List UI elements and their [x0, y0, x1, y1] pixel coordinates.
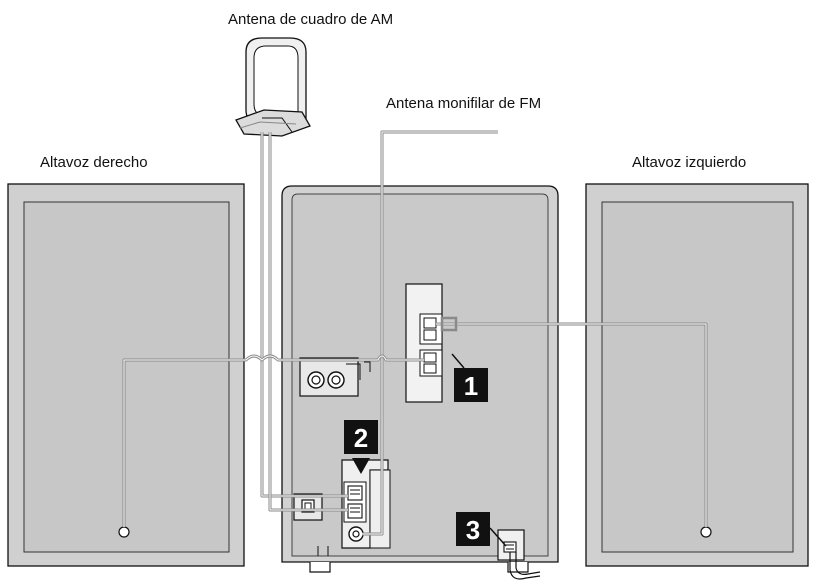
- step-badge-2: 2: [344, 420, 378, 474]
- speaker-left-cable: [436, 316, 708, 527]
- ac-inlet: [497, 529, 525, 561]
- step-number-3: 3: [466, 515, 480, 545]
- step-number-2: 2: [354, 423, 368, 453]
- rca-jack-panel: [299, 357, 371, 397]
- speaker-left-label: Altavoz izquierdo: [632, 154, 746, 171]
- speaker-right-terminal: [118, 526, 130, 538]
- speaker-left-terminal: [700, 526, 712, 538]
- step-badge-1: 1: [451, 353, 488, 402]
- speaker-right: [7, 183, 245, 567]
- speaker-right-label: Altavoz derecho: [40, 154, 148, 171]
- speaker-terminal-panel: [405, 283, 443, 403]
- step-number-1: 1: [464, 371, 478, 401]
- optical-jack: [293, 493, 323, 521]
- am-loop-antenna: [235, 37, 311, 137]
- step-2-arrow: [352, 458, 370, 474]
- speaker-right-cable: [122, 354, 424, 527]
- fm-antenna-wire: [362, 130, 498, 536]
- fm-antenna-label: Antena monifilar de FM: [386, 95, 541, 112]
- am-antenna-wire: [260, 132, 348, 512]
- speaker-left: [585, 183, 809, 567]
- step-badge-3: 3: [456, 512, 507, 547]
- antenna-terminal-panel: [341, 459, 391, 549]
- power-cord: [509, 552, 541, 580]
- main-unit: [281, 185, 559, 573]
- am-antenna-label: Antena de cuadro de AM: [228, 11, 393, 28]
